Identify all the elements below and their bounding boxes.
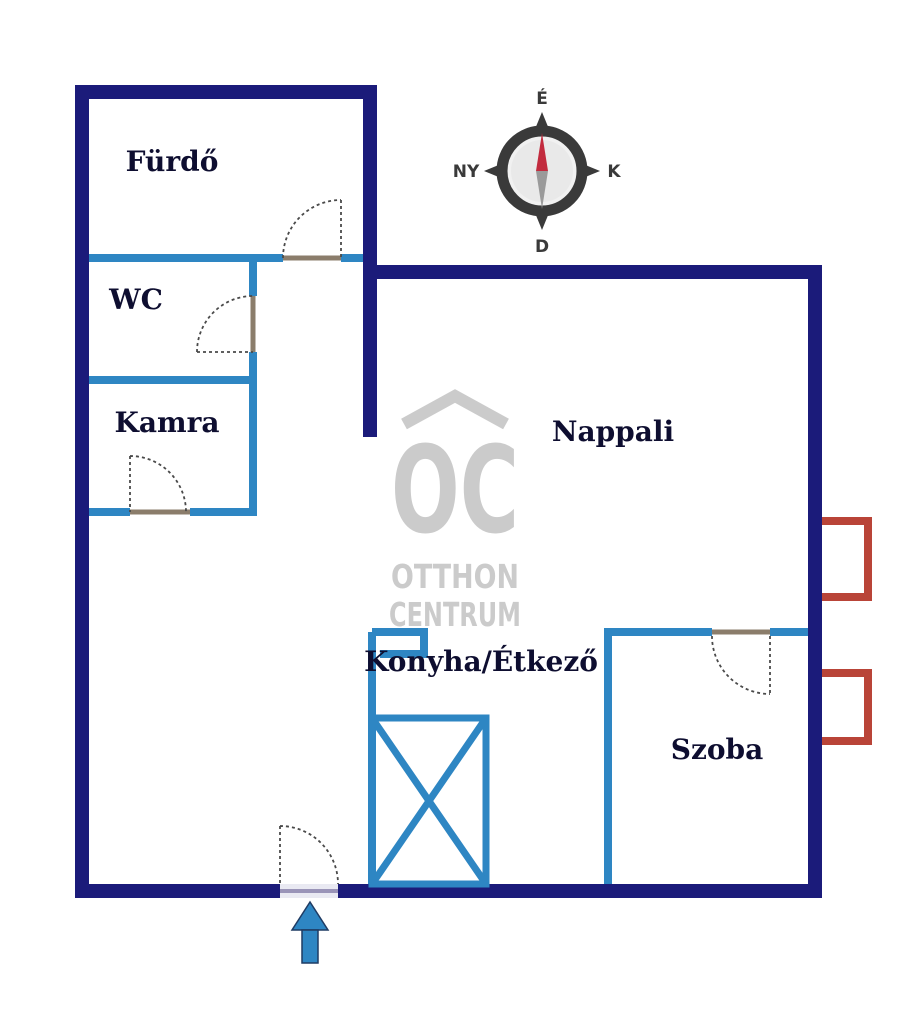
kamra-door-swing xyxy=(129,455,187,513)
room-label-wc: WC xyxy=(108,283,163,316)
doors xyxy=(129,199,771,885)
kamra-bottom-wall-right xyxy=(190,508,257,516)
kitchen-fixtures xyxy=(368,628,490,888)
entrance-arrow-head xyxy=(290,900,330,931)
entrance-door-swing xyxy=(279,825,339,885)
kamra-top-wall xyxy=(89,376,257,384)
windows xyxy=(822,517,872,745)
room-label-szoba: Szoba xyxy=(671,733,764,766)
kitchen-counter-notch xyxy=(372,628,428,658)
room-label-kamra: Kamra xyxy=(115,406,220,439)
room-label-konyha: Konyha/Étkező xyxy=(364,645,598,678)
wc-right-wall-lower xyxy=(249,352,257,516)
wall-divider xyxy=(363,85,377,437)
wall-top-right-wing xyxy=(363,265,822,279)
window-icon-2 xyxy=(822,669,872,745)
watermark-logo: OC OTTHON CENTRUM xyxy=(389,389,521,634)
kitchen-fixture-cross-icon xyxy=(369,716,489,886)
szoba-door-swing xyxy=(711,635,771,695)
room-label-furdo: Fürdő xyxy=(126,145,219,178)
kitchen-fixture-box xyxy=(368,714,490,888)
wall-bottom xyxy=(75,884,822,898)
wc-door-swing xyxy=(196,295,254,353)
compass-label-north: É xyxy=(536,87,548,109)
szoba-top-wall-right xyxy=(770,628,808,636)
compass-label-west: NY xyxy=(453,162,480,182)
szoba-top-wall-left xyxy=(604,628,712,636)
roof-chevron-icon xyxy=(401,389,509,430)
furdo-bottom-wall-right xyxy=(341,254,363,262)
compass-rose-icon: É D NY K xyxy=(453,87,622,257)
wall-right xyxy=(808,265,822,898)
watermark-line2: CENTRUM xyxy=(389,595,521,634)
compass-needle-south xyxy=(536,171,548,209)
watermark-monogram: OC xyxy=(391,422,519,561)
entrance-arrow-icon xyxy=(290,900,330,964)
interior-walls xyxy=(89,254,808,884)
outer-walls xyxy=(75,85,822,898)
wall-left xyxy=(75,85,89,898)
compass-label-east: K xyxy=(607,162,621,182)
szoba-left-wall xyxy=(604,628,612,884)
compass-needle-north xyxy=(536,133,548,171)
window-icon-1 xyxy=(822,517,872,601)
wc-right-wall-upper xyxy=(249,258,257,296)
room-label-nappali: Nappali xyxy=(552,415,674,448)
room-labels: Fürdő WC Kamra Nappali Konyha/Étkező Szo… xyxy=(108,145,763,766)
furdo-bottom-wall-left xyxy=(89,254,283,262)
furdo-door-swing xyxy=(282,199,342,259)
watermark-line1: OTTHON xyxy=(391,557,519,596)
compass-label-south: D xyxy=(535,237,549,257)
entrance-arrow-shaft xyxy=(301,929,319,964)
wall-top-left-wing xyxy=(75,85,377,99)
kamra-bottom-wall-left xyxy=(89,508,130,516)
